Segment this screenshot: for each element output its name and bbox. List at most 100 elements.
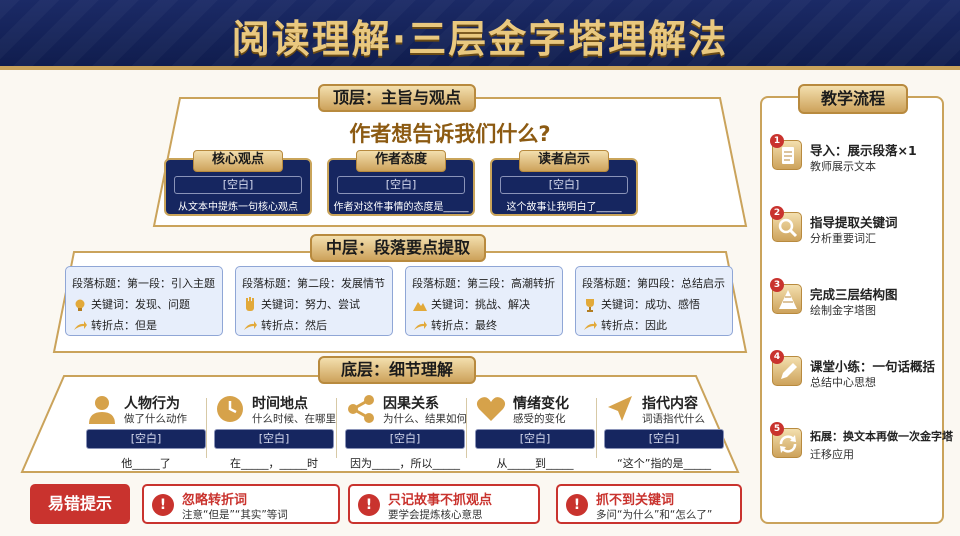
paragraph-turn: 转折点：但是 (91, 319, 157, 332)
arrow-icon (242, 318, 258, 334)
paragraph-turn: 转折点：然后 (261, 319, 327, 332)
share-icon (345, 393, 377, 425)
step-desc: 分析重要词汇 (810, 232, 876, 245)
top-tier-label: 顶层：主旨与观点 (318, 84, 476, 112)
mistake-item-3: ! 抓不到关键词 多问“为什么”和“怎么了” (556, 484, 742, 524)
step-number: 1 (770, 134, 784, 148)
detail-fill: 他_____了 (121, 457, 171, 470)
step-desc: 总结中心思想 (810, 376, 876, 389)
top-card-title: 作者态度 (356, 150, 446, 172)
top-card-reader-insight: 读者启示 [空白] 这个故事让我明白了_____ (490, 150, 638, 216)
detail-fill: 在_____，_____时 (230, 457, 318, 470)
heart-icon (475, 393, 507, 425)
alert-icon: ! (152, 494, 174, 516)
trophy-icon (582, 297, 598, 313)
arrow-icon (72, 318, 88, 334)
paragraph-title: 段落标题：第三段：高潮转折 (412, 277, 555, 290)
bottom-tier-label: 底层：细节理解 (318, 356, 476, 384)
paragraph-keywords: 关键词：努力、尝试 (261, 298, 360, 311)
middle-tier-label: 中层：段落要点提取 (310, 234, 486, 262)
mistake-item-2: ! 只记故事不抓观点 要学会提炼核心意思 (348, 484, 540, 524)
blank-field[interactable]: [空白] (214, 429, 334, 449)
page-title: 阅读理解·三层金字塔理解法 (231, 17, 729, 61)
detail-title: 指代内容 (642, 396, 698, 412)
step-title: 课堂小练：一句话概括 (810, 359, 936, 374)
detail-fill: “这个”指的是_____ (617, 457, 711, 470)
paragraph-card-2: 段落标题：第二段：发展情节 关键词：努力、尝试 转折点：然后 (235, 266, 393, 336)
mistakes-label: 易错提示 (30, 484, 130, 524)
blank-field[interactable]: [空白] (86, 429, 206, 449)
alert-icon: ! (566, 494, 588, 516)
top-card-hint: 从文本中提炼一句核心观点 (178, 202, 298, 213)
divider (596, 398, 597, 458)
blank-field[interactable]: [空白] (174, 176, 302, 194)
detail-sub: 做了什么动作 (124, 413, 187, 425)
paragraph-keywords: 关键词：发现、问题 (91, 298, 190, 311)
mistake-desc: 要学会提炼核心意思 (388, 509, 483, 521)
step-title: 指导提取关键词 (810, 215, 898, 230)
clock-icon (214, 393, 246, 425)
paragraph-card-3: 段落标题：第三段：高潮转折 关键词：挑战、解决 转折点：最终 (405, 266, 563, 336)
top-card-title: 读者启示 (519, 150, 609, 172)
flow-title: 教学流程 (798, 84, 908, 114)
top-card-hint: 作者对这件事情的态度是_____ (333, 202, 469, 213)
divider (336, 398, 337, 458)
mistake-title: 只记故事不抓观点 (388, 493, 493, 508)
paragraph-card-4: 段落标题：第四段：总结启示 关键词：成功、感悟 转折点：因此 (575, 266, 733, 336)
divider (206, 398, 207, 458)
divider (466, 398, 467, 458)
paragraph-title: 段落标题：第四段：总结启示 (582, 277, 725, 290)
mistake-title: 忽略转折词 (182, 493, 248, 508)
detail-fill: 从_____到_____ (496, 457, 574, 470)
step-number: 5 (770, 422, 784, 436)
mistake-desc: 多问“为什么”和“怎么了” (596, 509, 713, 521)
detail-sub: 感受的变化 (513, 413, 566, 425)
mountain-icon (412, 297, 428, 313)
blank-field[interactable]: [空白] (500, 176, 628, 194)
header-banner: 阅读理解·三层金字塔理解法 (0, 0, 960, 70)
person-icon (86, 393, 118, 425)
detail-sub: 词语指代什么 (642, 413, 705, 425)
hand-icon (242, 296, 258, 313)
paragraph-card-1: 段落标题：第一段：引入主题 关键词：发现、问题 转折点：但是 (65, 266, 223, 336)
top-card-core-view: 核心观点 [空白] 从文本中提炼一句核心观点 (164, 150, 312, 216)
alert-icon: ! (358, 494, 380, 516)
detail-sub: 为什么、结果如何 (383, 413, 467, 425)
top-card-hint: 这个故事让我明白了_____ (506, 202, 622, 213)
blank-field[interactable]: [空白] (337, 176, 465, 194)
blank-field[interactable]: [空白] (345, 429, 465, 449)
blank-field[interactable]: [空白] (475, 429, 595, 449)
blank-field[interactable]: [空白] (604, 429, 724, 449)
mistake-title: 抓不到关键词 (596, 493, 675, 508)
detail-title: 因果关系 (383, 396, 439, 412)
pointer-icon (604, 393, 636, 425)
detail-fill: 因为_____，所以_____ (350, 457, 460, 470)
teaching-flow-panel: 教学流程 1 导入：展示段落×1 教师展示文本 2 指导提取关键词 分析重要词汇… (760, 84, 953, 524)
paragraph-turn: 转折点：最终 (431, 319, 497, 332)
mistake-desc: 注意“但是”“其实”等词 (182, 509, 288, 521)
step-desc: 迁移应用 (810, 448, 854, 461)
paragraph-title: 段落标题：第二段：发展情节 (242, 277, 385, 290)
top-question: 作者想告诉我们什么? (349, 122, 551, 146)
paragraph-keywords: 关键词：成功、感悟 (601, 298, 700, 311)
detail-title: 时间地点 (252, 396, 308, 412)
mistake-item-1: ! 忽略转折词 注意“但是”“其实”等词 (142, 484, 340, 524)
step-number: 4 (770, 350, 784, 364)
top-card-title: 核心观点 (193, 150, 283, 172)
detail-title: 情绪变化 (513, 396, 569, 412)
step-number: 2 (770, 206, 784, 220)
step-number: 3 (770, 278, 784, 292)
arrow-icon (412, 318, 428, 334)
top-card-author-attitude: 作者态度 [空白] 作者对这件事情的态度是_____ (327, 150, 475, 216)
detail-sub: 什么时候、在哪里 (252, 413, 336, 425)
step-title: 拓展：换文本再做一次金字塔 (810, 430, 953, 443)
paragraph-turn: 转折点：因此 (601, 319, 667, 332)
step-desc: 教师展示文本 (810, 160, 876, 173)
lightbulb-icon (72, 297, 88, 313)
detail-title: 人物行为 (124, 396, 180, 412)
step-desc: 绘制金字塔图 (810, 304, 876, 317)
step-title: 完成三层结构图 (810, 287, 898, 302)
arrow-icon (582, 318, 598, 334)
middle-tier-frame (52, 246, 748, 356)
paragraph-keywords: 关键词：挑战、解决 (431, 298, 530, 311)
